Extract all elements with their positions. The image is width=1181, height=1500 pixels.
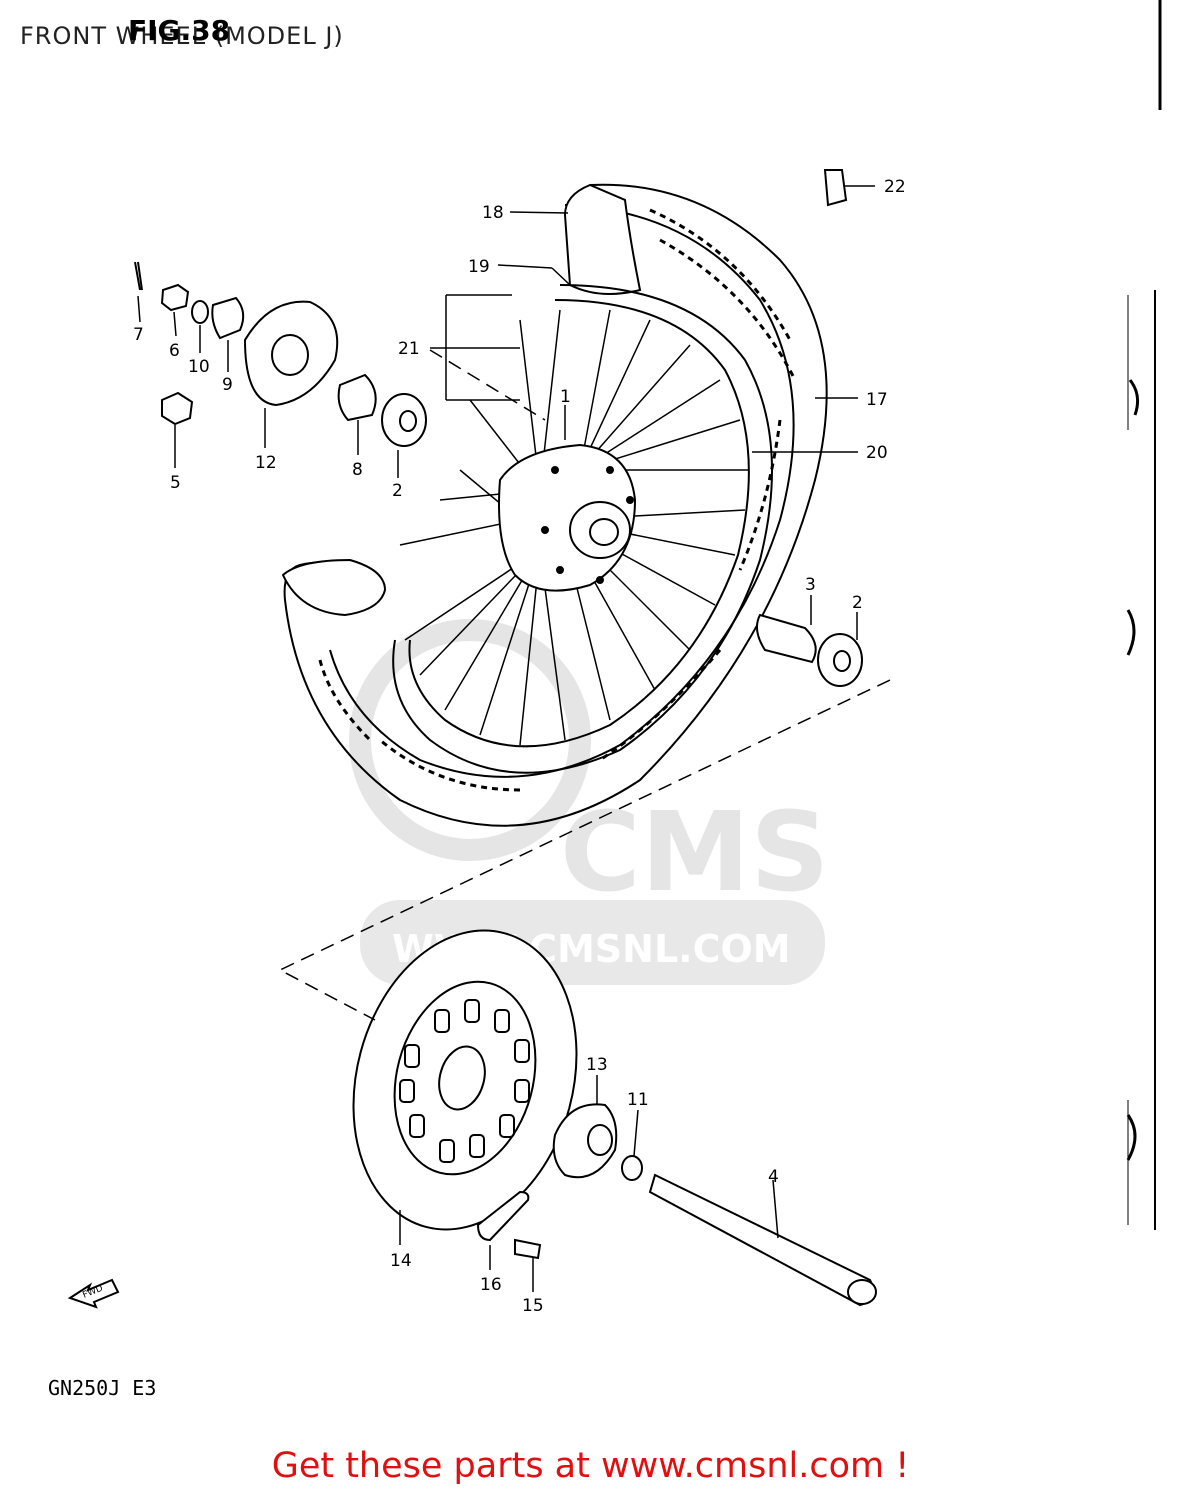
watermark-logo: CMS [560,788,829,916]
callout-13: 13 [586,1055,608,1075]
front-wheel-assembly: FWD [67,169,891,1309]
tire [281,183,828,827]
figure-number: FIG.38 [128,14,231,47]
callout-3: 3 [805,575,816,595]
callout-5: 5 [170,473,181,493]
callout-18: 18 [482,203,504,223]
callout-7: 7 [133,325,144,345]
cta-link[interactable]: Get these parts at www.cmsnl.com ! [271,1446,910,1486]
callout-15: 15 [522,1296,544,1316]
callout-12: 12 [255,453,277,473]
callout-22: 22 [884,177,906,197]
leader-lines [137,185,875,1292]
hub [498,443,637,592]
fwd-arrow: FWD [67,1278,120,1309]
callout-8: 8 [352,460,363,480]
page-edge-marks [1126,0,1162,1230]
watermark: CMS WWW.CMSNL.COM [349,619,829,985]
callout-labels: 1 2 2 3 4 5 6 7 8 9 10 11 12 13 14 15 16… [133,177,906,1316]
page-title: FRONT WHEEL (MODEL J) [20,22,344,50]
callout-6: 6 [169,341,180,361]
callout-2: 2 [852,593,863,613]
callout-21: 21 [398,339,420,359]
callout-20: 20 [866,443,888,463]
small-parts [134,169,877,1307]
callout-11: 11 [627,1090,649,1110]
brake-disc [352,929,578,1231]
callout-14: 14 [390,1251,412,1271]
callout-2: 2 [392,481,403,501]
callout-9: 9 [222,375,233,395]
callout-4: 4 [768,1167,779,1187]
alignment-lines [278,349,891,1021]
model-code: GN250J E3 [48,1376,157,1400]
callout-16: 16 [480,1275,502,1295]
callout-17: 17 [866,390,888,410]
rim [392,284,773,774]
callout-10: 10 [188,357,210,377]
callout-1: 1 [560,387,571,407]
callout-19: 19 [468,257,490,277]
